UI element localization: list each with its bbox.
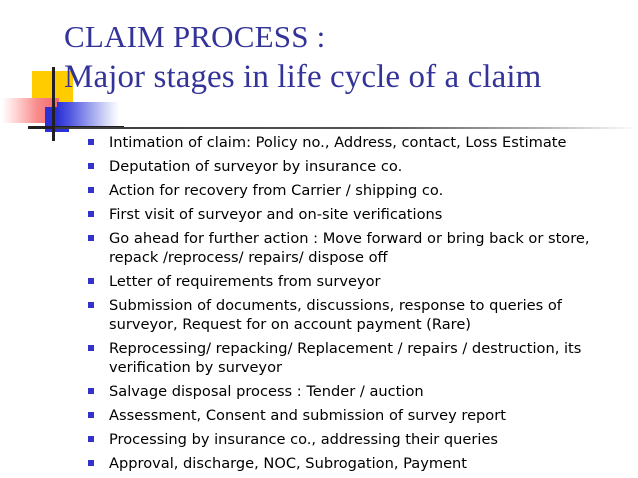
list-item: Intimation of claim: Policy no., Address… [86, 133, 634, 152]
square-bullet-icon [88, 278, 94, 284]
list-item-text: Approval, discharge, NOC, Subrogation, P… [109, 455, 468, 472]
square-bullet-icon [88, 163, 94, 169]
list-item-text: Go ahead for further action : Move forwa… [109, 230, 590, 266]
square-bullet-icon [88, 388, 94, 394]
list-item-text: Deputation of surveyor by insurance co. [109, 158, 403, 175]
list-item: Deputation of surveyor by insurance co. [86, 157, 634, 176]
title-divider-rule [55, 127, 638, 129]
list-item: Submission of documents, discussions, re… [86, 296, 634, 334]
list-item: Reprocessing/ repacking/ Replacement / r… [86, 339, 634, 377]
slide-title-line-1: CLAIM PROCESS : [64, 19, 326, 54]
list-item: Processing by insurance co., addressing … [86, 430, 634, 449]
square-bullet-icon [88, 139, 94, 145]
decoration-blue-gradient-bar [57, 102, 119, 129]
list-item-text: Processing by insurance co., addressing … [109, 431, 499, 448]
list-item: First visit of surveyor and on-site veri… [86, 205, 634, 224]
list-item-text: Submission of documents, discussions, re… [109, 297, 562, 333]
list-item-text: Intimation of claim: Policy no., Address… [109, 134, 567, 151]
list-item: Approval, discharge, NOC, Subrogation, P… [86, 454, 634, 473]
list-item-text: Assessment, Consent and submission of su… [109, 407, 506, 424]
list-item-text: Action for recovery from Carrier / shipp… [109, 182, 444, 199]
list-item: Salvage disposal process : Tender / auct… [86, 382, 634, 401]
square-bullet-icon [88, 412, 94, 418]
list-item-text: Reprocessing/ repacking/ Replacement / r… [109, 340, 582, 376]
square-bullet-icon [88, 235, 94, 241]
square-bullet-icon [88, 345, 94, 351]
square-bullet-icon [88, 211, 94, 217]
slide-title-line-2: Major stages in life cycle of a claim [64, 59, 542, 95]
list-item-text: Letter of requirements from surveyor [109, 273, 381, 290]
list-item: Letter of requirements from surveyor [86, 272, 634, 291]
square-bullet-icon [88, 460, 94, 466]
slide-title: CLAIM PROCESS : Major stages in life cyc… [64, 18, 630, 98]
decoration-vertical-line [52, 67, 55, 141]
square-bullet-icon [88, 187, 94, 193]
list-item-text: First visit of surveyor and on-site veri… [109, 206, 443, 223]
list-item: Go ahead for further action : Move forwa… [86, 229, 634, 267]
list-item-text: Salvage disposal process : Tender / auct… [109, 383, 424, 400]
square-bullet-icon [88, 436, 94, 442]
square-bullet-icon [88, 302, 94, 308]
list-item: Action for recovery from Carrier / shipp… [86, 181, 634, 200]
list-item: Assessment, Consent and submission of su… [86, 406, 634, 425]
bullet-list: Intimation of claim: Policy no., Address… [86, 133, 634, 478]
